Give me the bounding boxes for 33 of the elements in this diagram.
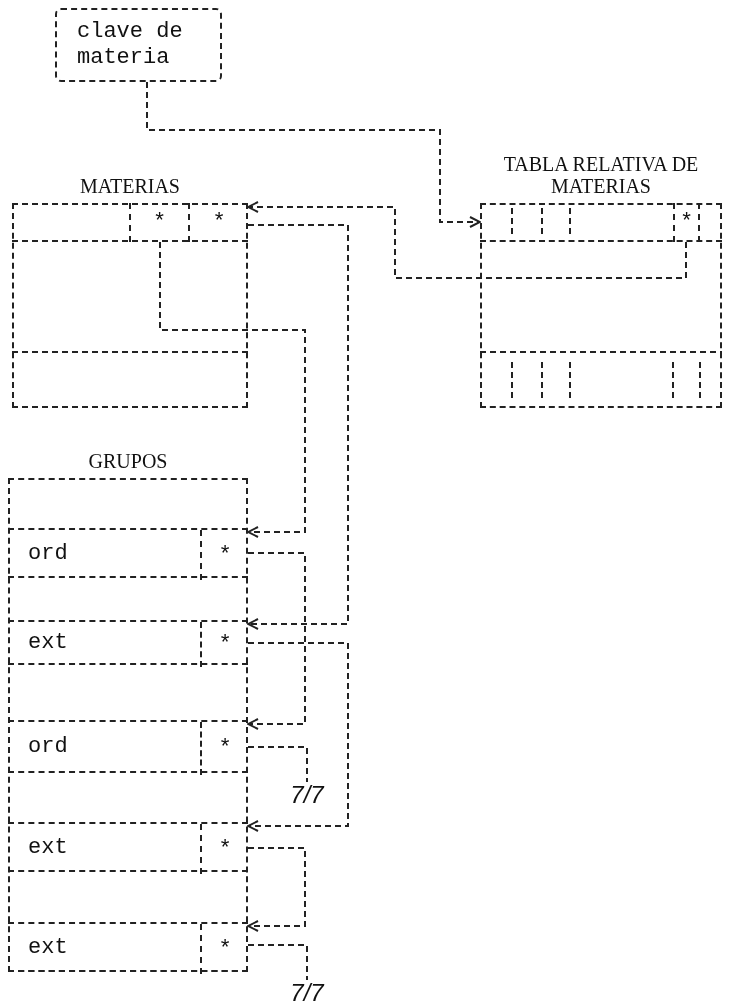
record-label: ord xyxy=(28,539,68,568)
group-record xyxy=(8,822,248,872)
record-label: ord xyxy=(28,733,68,761)
connector-arrow xyxy=(159,241,306,538)
null-pointer-symbol: 7/7 xyxy=(285,980,329,1006)
pointer-field: * xyxy=(200,722,248,775)
pointer-field: * xyxy=(129,203,188,242)
group-record xyxy=(8,620,248,665)
null-pointer-symbol: 7/7 xyxy=(285,782,329,810)
pointer-field: * xyxy=(673,203,700,242)
table-heading: GRUPOS xyxy=(88,450,168,472)
connector-arrow xyxy=(247,642,349,832)
table-heading: MATERIAS xyxy=(80,175,180,197)
table-heading: TABLA RELATIVA DE MATERIAS xyxy=(502,153,700,197)
group-record xyxy=(8,528,248,578)
pointer-field: * xyxy=(188,203,248,242)
group-record xyxy=(8,720,248,773)
connector-arrow xyxy=(247,847,306,932)
table-row xyxy=(12,203,248,242)
connector-arrow xyxy=(247,552,306,730)
key-box: clave de materia xyxy=(55,8,222,82)
pointer-field: * xyxy=(200,622,248,667)
group-record xyxy=(8,922,248,972)
pointer-field: * xyxy=(200,824,248,874)
record-label: ext xyxy=(28,629,68,657)
table-row xyxy=(480,203,722,242)
pointer-field: * xyxy=(200,530,248,580)
record-label: ext xyxy=(28,833,68,862)
connector-arrow xyxy=(247,224,349,630)
pointer-field: * xyxy=(200,924,248,974)
connector-arrow xyxy=(146,81,481,228)
record-label: ext xyxy=(28,933,68,962)
connector-arrow xyxy=(247,201,687,279)
